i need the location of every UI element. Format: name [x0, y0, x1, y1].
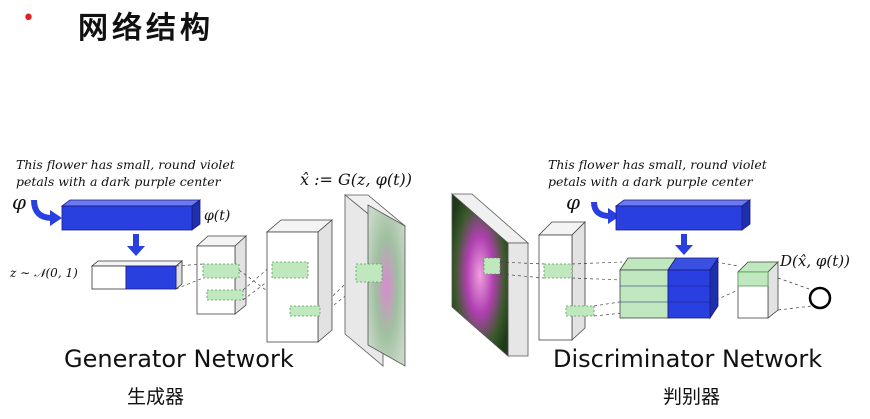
gen-feature-volume-1 — [195, 235, 248, 315]
gen-caption-line-1: This flower has small, round violet — [16, 157, 235, 172]
generated-output-label: x̂ := G(z, φ(t)) — [300, 170, 412, 189]
page-title: 网络结构 — [78, 11, 214, 46]
disc-caption-line-2: petals with a dark purple center — [548, 174, 753, 189]
discriminator-input-image — [450, 193, 530, 357]
discriminator-output-label: D(x̂, φ(t)) — [780, 252, 850, 270]
gen-caption-line-2: petals with a dark purple center — [16, 174, 221, 189]
discriminator-network-title: Discriminator Network — [553, 345, 823, 373]
phi-arrow-gen — [31, 199, 62, 226]
down-arrow-gen — [127, 234, 145, 256]
phi-arrow-disc — [591, 201, 620, 224]
latent-concat-bar — [90, 260, 184, 290]
text-embedding-bar-gen — [60, 199, 202, 231]
generator-network-title-cn: 生成器 — [127, 386, 185, 408]
gen-phi-symbol: φ — [12, 190, 27, 214]
generator-network-title: Generator Network — [64, 345, 294, 373]
gen-feature-volume-2 — [265, 219, 334, 343]
gen-phi-t-label: φ(t) — [204, 208, 231, 224]
bullet-point: • — [22, 6, 35, 31]
disc-caption-line-1: This flower has small, round violet — [548, 157, 767, 172]
down-arrow-disc — [675, 234, 693, 255]
discriminator-network-title-cn: 判别器 — [663, 386, 721, 408]
generated-image — [343, 194, 407, 367]
output-neuron — [808, 286, 832, 310]
disc-concat-volume — [619, 256, 719, 320]
text-embedding-bar-disc — [614, 199, 752, 231]
disc-feature-volume-1 — [538, 221, 595, 341]
latent-z-label: z ∼ 𝒩(0, 1) — [10, 266, 78, 280]
disc-feature-volume-final — [737, 261, 779, 319]
disc-phi-symbol: φ — [566, 190, 581, 214]
